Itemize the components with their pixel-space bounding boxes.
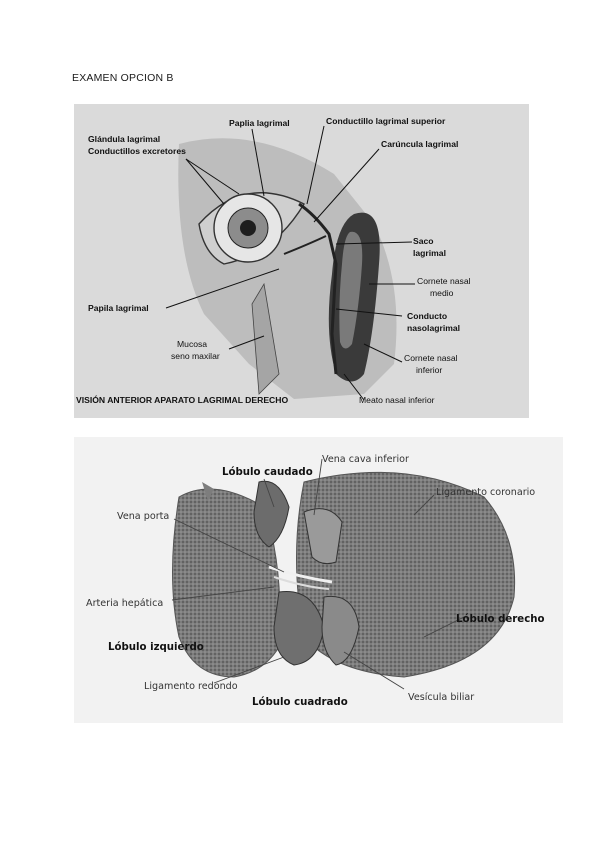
label-meato: Meato nasal inferior — [359, 395, 435, 405]
maxillary-sinus — [251, 282, 280, 395]
label-conductillos: Conductillos excretores — [88, 146, 186, 156]
page-title: EXAMEN OPCION B — [72, 72, 174, 84]
leader-vena-porta — [173, 518, 285, 573]
label-saco-2: lagrimal — [413, 248, 446, 258]
label-cornete-medio-1: Cornete nasal — [417, 276, 471, 286]
label-arteria-hepatica: Arteria hepática — [86, 597, 163, 609]
gallbladder — [321, 595, 360, 666]
label-conducto-2: nasolagrimal — [407, 323, 460, 333]
vessels-hilum-2 — [273, 576, 330, 590]
label-cornete-medio-2: medio — [430, 288, 454, 298]
label-lobulo-derecho: Lóbulo derecho — [456, 613, 545, 625]
label-lobulo-izquierdo: Lóbulo izquierdo — [108, 641, 204, 653]
vena-cava — [303, 508, 343, 565]
label-lobulo-cuadrado: Lóbulo cuadrado — [252, 696, 348, 708]
label-papila-sup: Paplia lagrimal — [229, 118, 290, 128]
label-lobulo-caudado: Lóbulo caudado — [222, 466, 313, 478]
caudate-lobe — [253, 480, 290, 548]
leader-arteria-hepatica — [171, 586, 275, 601]
nasolacrimal-duct — [298, 202, 338, 375]
leader-ligamento-coronario — [413, 494, 435, 516]
label-cornete-inf-2: inferior — [416, 365, 442, 375]
label-mucosa-1: Mucosa — [177, 339, 207, 349]
lacrimal-illustration: Glándula lagrimal Conductillos excretore… — [76, 116, 471, 405]
leader-cornete-inf — [363, 343, 403, 363]
label-mucosa-2: seno maxilar — [171, 351, 220, 361]
leader-ligamento-redondo — [213, 656, 285, 684]
label-glandula: Glándula lagrimal — [88, 134, 160, 144]
leader-conductillos — [185, 158, 225, 205]
leader-caruncula — [313, 148, 380, 223]
figure-liver: Lóbulo caudado Vena cava inferior Ligame… — [74, 437, 563, 723]
leader-mucosa — [228, 335, 265, 350]
leader-saco — [335, 241, 413, 245]
cornete-shape — [339, 231, 363, 349]
leader-conducto — [335, 308, 403, 317]
leader-vesicula — [343, 651, 405, 690]
leader-meato — [343, 373, 365, 401]
leader-glandula — [185, 158, 240, 195]
label-vena-porta: Vena porta — [117, 511, 169, 522]
label-vesicula-biliar: Vesícula biliar — [408, 691, 474, 703]
figure-caption: VISIÓN ANTERIOR APARATO LAGRIMAL DERECHO — [76, 394, 288, 405]
leader-papila-inf — [165, 268, 280, 309]
vessels-hilum — [268, 565, 333, 584]
liver-illustration: Lóbulo caudado Vena cava inferior Ligame… — [86, 454, 545, 708]
label-cornete-inf-1: Cornete nasal — [404, 353, 458, 363]
figure-lacrimal-apparatus: Glándula lagrimal Conductillos excretore… — [74, 104, 529, 418]
leader-vena-cava — [313, 458, 323, 516]
label-ligamento-redondo: Ligamento redondo — [144, 681, 238, 692]
leader-conductillo — [306, 125, 325, 205]
pupil — [240, 220, 256, 236]
label-conductillo: Conductillo lagrimal superior — [326, 116, 446, 126]
label-conducto-1: Conducto — [407, 311, 447, 321]
left-lobe-tip — [202, 482, 214, 501]
label-ligamento-coronario: Ligamento coronario — [436, 487, 535, 498]
leader-lobulo-derecho — [423, 616, 465, 638]
leader-lobulo-caudado — [263, 478, 275, 508]
label-papila-inf: Papila lagrimal — [88, 303, 149, 313]
label-saco-1: Saco — [413, 236, 434, 246]
quadrate-lobe — [273, 590, 325, 666]
leader-papila-sup — [251, 128, 265, 197]
label-caruncula: Carúncula lagrimal — [381, 139, 458, 149]
label-vena-cava: Vena cava inferior — [322, 454, 409, 465]
lower-canaliculus — [283, 235, 327, 255]
